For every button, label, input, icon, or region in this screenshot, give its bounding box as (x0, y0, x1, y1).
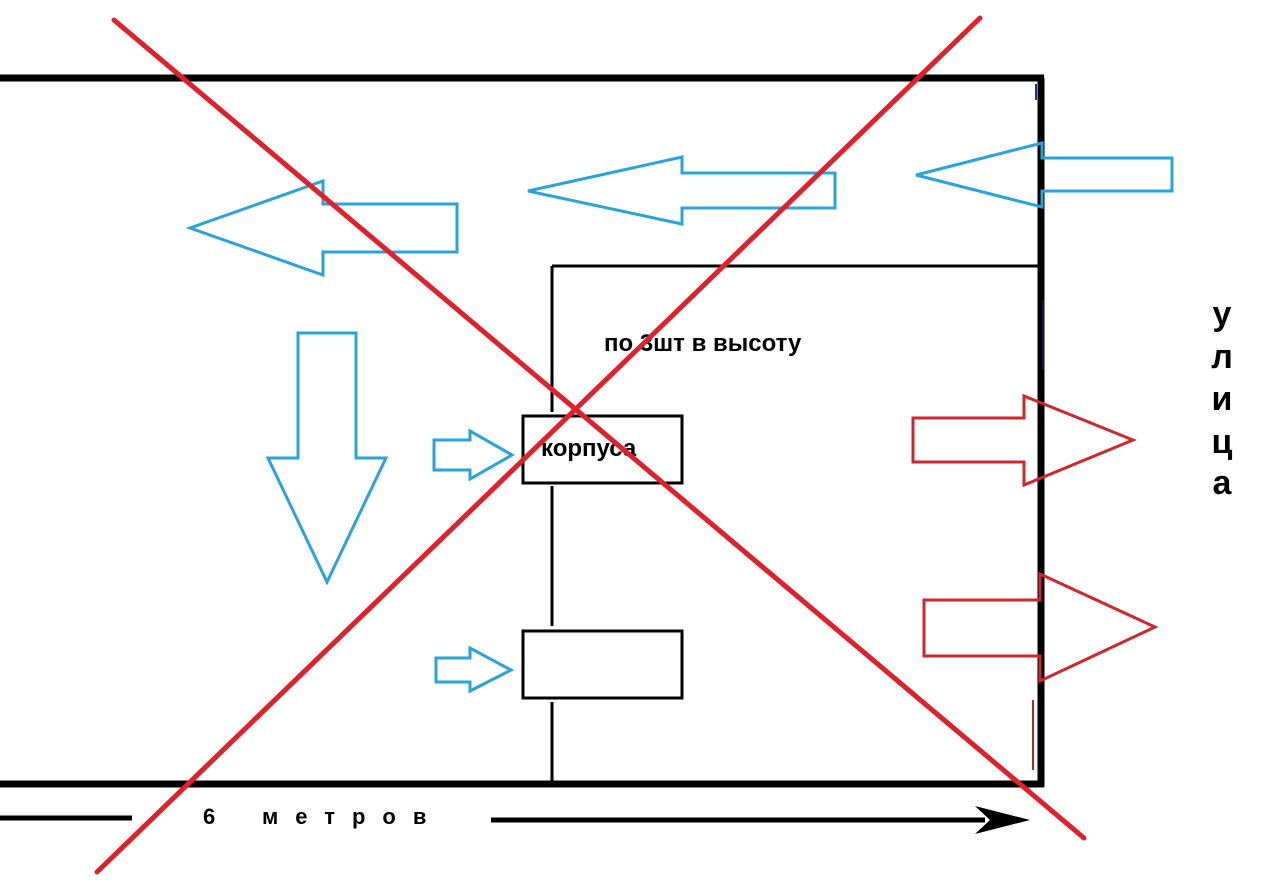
red-arrow-right-icon (922, 571, 1159, 684)
server-enclosure (521, 264, 1044, 784)
blue-arrow-left-icon (185, 178, 459, 278)
street-letter: а (1213, 464, 1233, 502)
street-letter: и (1212, 380, 1233, 418)
cross-out-line (94, 15, 983, 875)
cross-out-mark (94, 15, 1087, 875)
street-label: у л и ц а (1211, 295, 1233, 502)
blue-arrow-left-icon (527, 155, 837, 226)
exhaust-arrows (911, 393, 1159, 684)
intake-arrows (185, 141, 1174, 694)
dimension-line: 6 метров (0, 804, 1030, 834)
dimension-number: 6 (203, 804, 215, 829)
blue-arrow-down-icon (265, 331, 389, 586)
street-letter: ц (1212, 423, 1233, 461)
street-letter: у (1213, 295, 1232, 333)
blue-arrow-left-icon (915, 141, 1174, 209)
blue-arrow-right-icon (434, 645, 515, 694)
cross-out-line (111, 17, 1087, 841)
blue-arrow-right-icon (432, 428, 516, 482)
street-letter: л (1211, 338, 1233, 376)
server-case-upper (521, 414, 684, 485)
server-case-lower (521, 629, 684, 700)
dimension-arrowhead (975, 806, 1030, 834)
dimension-unit: метров (262, 804, 443, 829)
red-arrow-right-icon (911, 393, 1137, 488)
